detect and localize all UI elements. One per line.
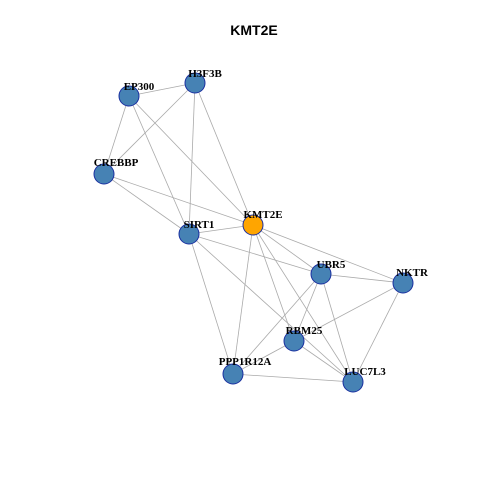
edge-kmt2e-ppp1r12a <box>232 224 254 375</box>
node-kmt2e[interactable] <box>242 214 264 236</box>
node-sirt1[interactable] <box>178 223 200 245</box>
edge-sirt1-kmt2e <box>188 224 254 235</box>
edge-sirt1-ubr5 <box>188 233 322 275</box>
node-ubr5[interactable] <box>310 263 332 285</box>
node-label-ppp1r12a: PPP1R12A <box>219 356 272 368</box>
edge-ubr5-luc7l3 <box>320 273 354 383</box>
node-nktr[interactable] <box>392 272 414 294</box>
edge-crebbp-kmt2e <box>103 173 254 226</box>
node-luc7l3[interactable] <box>342 371 364 393</box>
node-ppp1r12a[interactable] <box>222 363 244 385</box>
node-label-kmt2e: KMT2E <box>243 209 282 221</box>
node-label-nktr: NKTR <box>396 267 429 279</box>
node-label-sirt1: SIRT1 <box>184 219 215 231</box>
edge-kmt2e-nktr <box>252 224 404 284</box>
edge-ep300-h3f3b <box>128 82 196 97</box>
node-label-luc7l3: LUC7L3 <box>344 366 386 378</box>
edge-sirt1-ppp1r12a <box>188 233 234 375</box>
edge-ubr5-ppp1r12a <box>232 273 322 375</box>
edge-rbm25-ppp1r12a <box>232 340 295 375</box>
node-label-ep300: EP300 <box>124 81 155 93</box>
node-label-crebbp: CREBBP <box>94 157 139 169</box>
edge-kmt2e-ubr5 <box>252 224 322 275</box>
edge-ubr5-nktr <box>320 273 404 284</box>
edge-ep300-kmt2e <box>128 95 254 226</box>
node-crebbp[interactable] <box>93 163 115 185</box>
node-ep300[interactable] <box>118 85 140 107</box>
nodes-layer <box>93 72 414 393</box>
graph-title: KMT2E <box>230 22 277 38</box>
node-h3f3b[interactable] <box>184 72 206 94</box>
edge-nktr-luc7l3 <box>352 282 404 383</box>
edge-h3f3b-crebbp <box>103 82 196 175</box>
node-rbm25[interactable] <box>283 330 305 352</box>
edge-h3f3b-sirt1 <box>188 82 196 235</box>
edge-ubr5-rbm25 <box>293 273 322 342</box>
node-label-h3f3b: H3F3B <box>188 68 222 80</box>
edge-ppp1r12a-luc7l3 <box>232 373 354 383</box>
edge-ep300-crebbp <box>103 95 130 175</box>
node-label-rbm25: RBM25 <box>286 325 323 337</box>
edge-nktr-rbm25 <box>293 282 404 342</box>
edges-layer <box>103 82 404 383</box>
edge-kmt2e-rbm25 <box>252 224 295 342</box>
node-label-ubr5: UBR5 <box>317 259 346 271</box>
edge-ep300-sirt1 <box>128 95 190 235</box>
edge-crebbp-sirt1 <box>103 173 190 235</box>
edge-rbm25-luc7l3 <box>293 340 354 383</box>
edge-h3f3b-kmt2e <box>194 82 254 226</box>
edge-sirt1-luc7l3 <box>188 233 354 383</box>
edge-kmt2e-luc7l3 <box>252 224 354 383</box>
